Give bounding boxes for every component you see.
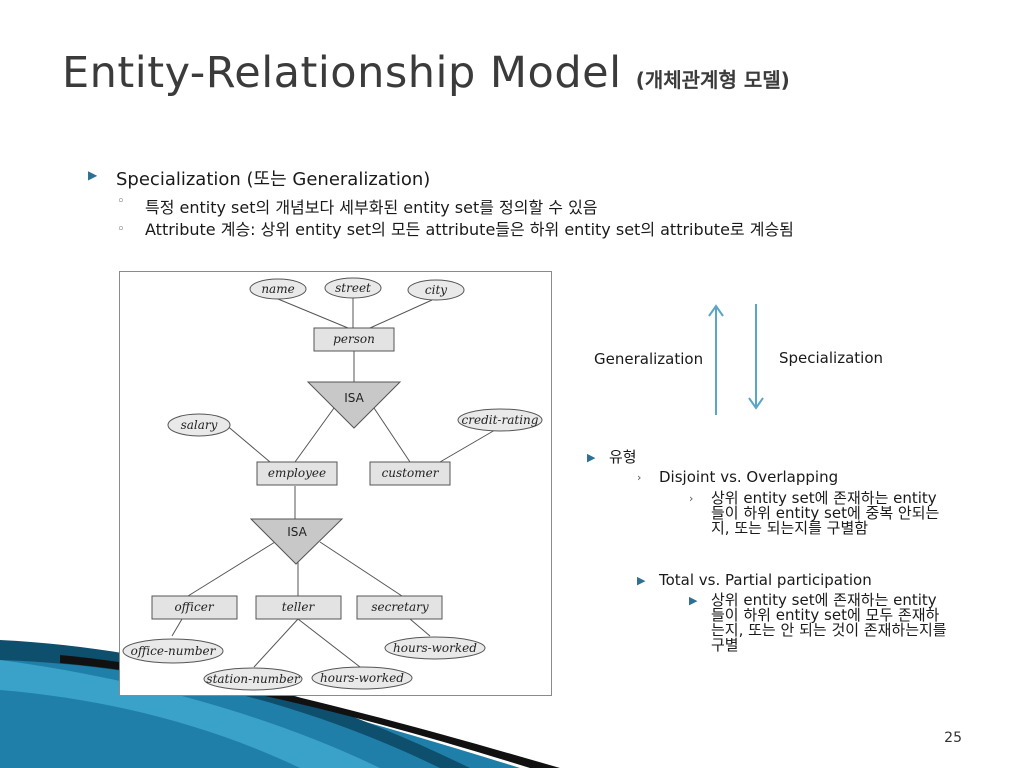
attribute-salary xyxy=(167,413,231,437)
attribute-street xyxy=(324,277,382,299)
isa-triangle-bottom xyxy=(249,518,344,565)
triangle-bullet-icon: ▶ xyxy=(637,574,646,587)
label-secretary: secretary xyxy=(371,600,429,614)
bullet-specialization: ▶ Specialization (또는 Generalization) xyxy=(88,168,431,190)
label-employee: employee xyxy=(268,466,326,480)
down-arrow-icon xyxy=(748,397,764,410)
er-diagram: name street city person ISA salary credi… xyxy=(119,271,552,696)
label-credit-rating: credit-rating xyxy=(462,413,539,427)
label-person: person xyxy=(333,332,375,346)
label-teller: teller xyxy=(282,600,316,614)
label-isa-top: ISA xyxy=(344,391,364,405)
types-heading: ▶ 유형 xyxy=(587,448,637,466)
entity-secretary xyxy=(356,595,443,620)
triangle-bullet-icon: ▶ xyxy=(587,451,596,464)
page-number: 25 xyxy=(944,730,962,746)
label-city: city xyxy=(425,283,447,297)
type-total-desc: ▶ 상위 entity set에 존재하는 entity들이 하위 entity… xyxy=(689,591,947,654)
title-main: Entity-Relationship Model xyxy=(62,48,622,98)
attribute-city xyxy=(407,279,465,301)
slide-title: Entity-Relationship Model (개체관계형 모델) xyxy=(62,48,790,98)
triangle-bullet-icon: ▶ xyxy=(88,168,98,182)
entity-officer xyxy=(151,595,238,620)
attribute-hours-worked-2 xyxy=(311,666,413,690)
label-generalization: Generalization xyxy=(594,350,704,368)
attribute-credit-rating xyxy=(457,408,543,432)
label-salary: salary xyxy=(181,418,218,432)
label-hours-worked-1: hours-worked xyxy=(393,641,477,655)
label-street: street xyxy=(335,281,371,295)
er-diagram-svg: name street city person ISA salary credi… xyxy=(122,277,543,691)
attribute-name xyxy=(249,278,307,300)
attribute-office-number xyxy=(122,638,224,664)
type-disjoint-overlapping: › Disjoint vs. Overlapping xyxy=(637,468,839,486)
sub-bullet-2: ◦ Attribute 계승: 상위 entity set의 모든 attrib… xyxy=(117,220,794,239)
entity-teller xyxy=(255,595,342,620)
chevron-bullet-icon: › xyxy=(637,471,642,484)
type-total-partial: ▶ Total vs. Partial participation xyxy=(637,571,872,589)
attribute-hours-worked-1 xyxy=(384,636,486,660)
circle-bullet-icon: ◦ xyxy=(117,194,125,209)
label-officer: officer xyxy=(174,600,214,614)
chevron-bullet-icon: › xyxy=(689,492,694,505)
label-office-number: office-number xyxy=(131,644,217,658)
direction-arrows xyxy=(708,304,764,415)
label-specialization: Specialization xyxy=(779,349,884,367)
circle-bullet-icon: ◦ xyxy=(117,222,125,237)
label-isa-bottom: ISA xyxy=(287,525,307,539)
entity-person xyxy=(313,327,395,352)
attribute-station-number xyxy=(203,667,303,691)
label-station-number: station-number xyxy=(206,672,300,686)
up-arrow-icon xyxy=(708,304,724,317)
entity-employee xyxy=(256,461,338,486)
label-customer: customer xyxy=(382,466,440,480)
entity-customer xyxy=(369,461,451,486)
isa-triangle-top xyxy=(306,381,402,429)
title-sub: (개체관계형 모델) xyxy=(635,68,790,92)
sub-bullet-1: ◦ 특정 entity set의 개념보다 세부화된 entity set를 정… xyxy=(117,194,598,217)
label-hours-worked-2: hours-worked xyxy=(320,671,404,685)
label-name: name xyxy=(261,282,294,296)
type-disjoint-desc: › 상위 entity set에 존재하는 entity들이 하위 entity… xyxy=(689,489,940,537)
triangle-bullet-icon: ▶ xyxy=(689,594,698,607)
